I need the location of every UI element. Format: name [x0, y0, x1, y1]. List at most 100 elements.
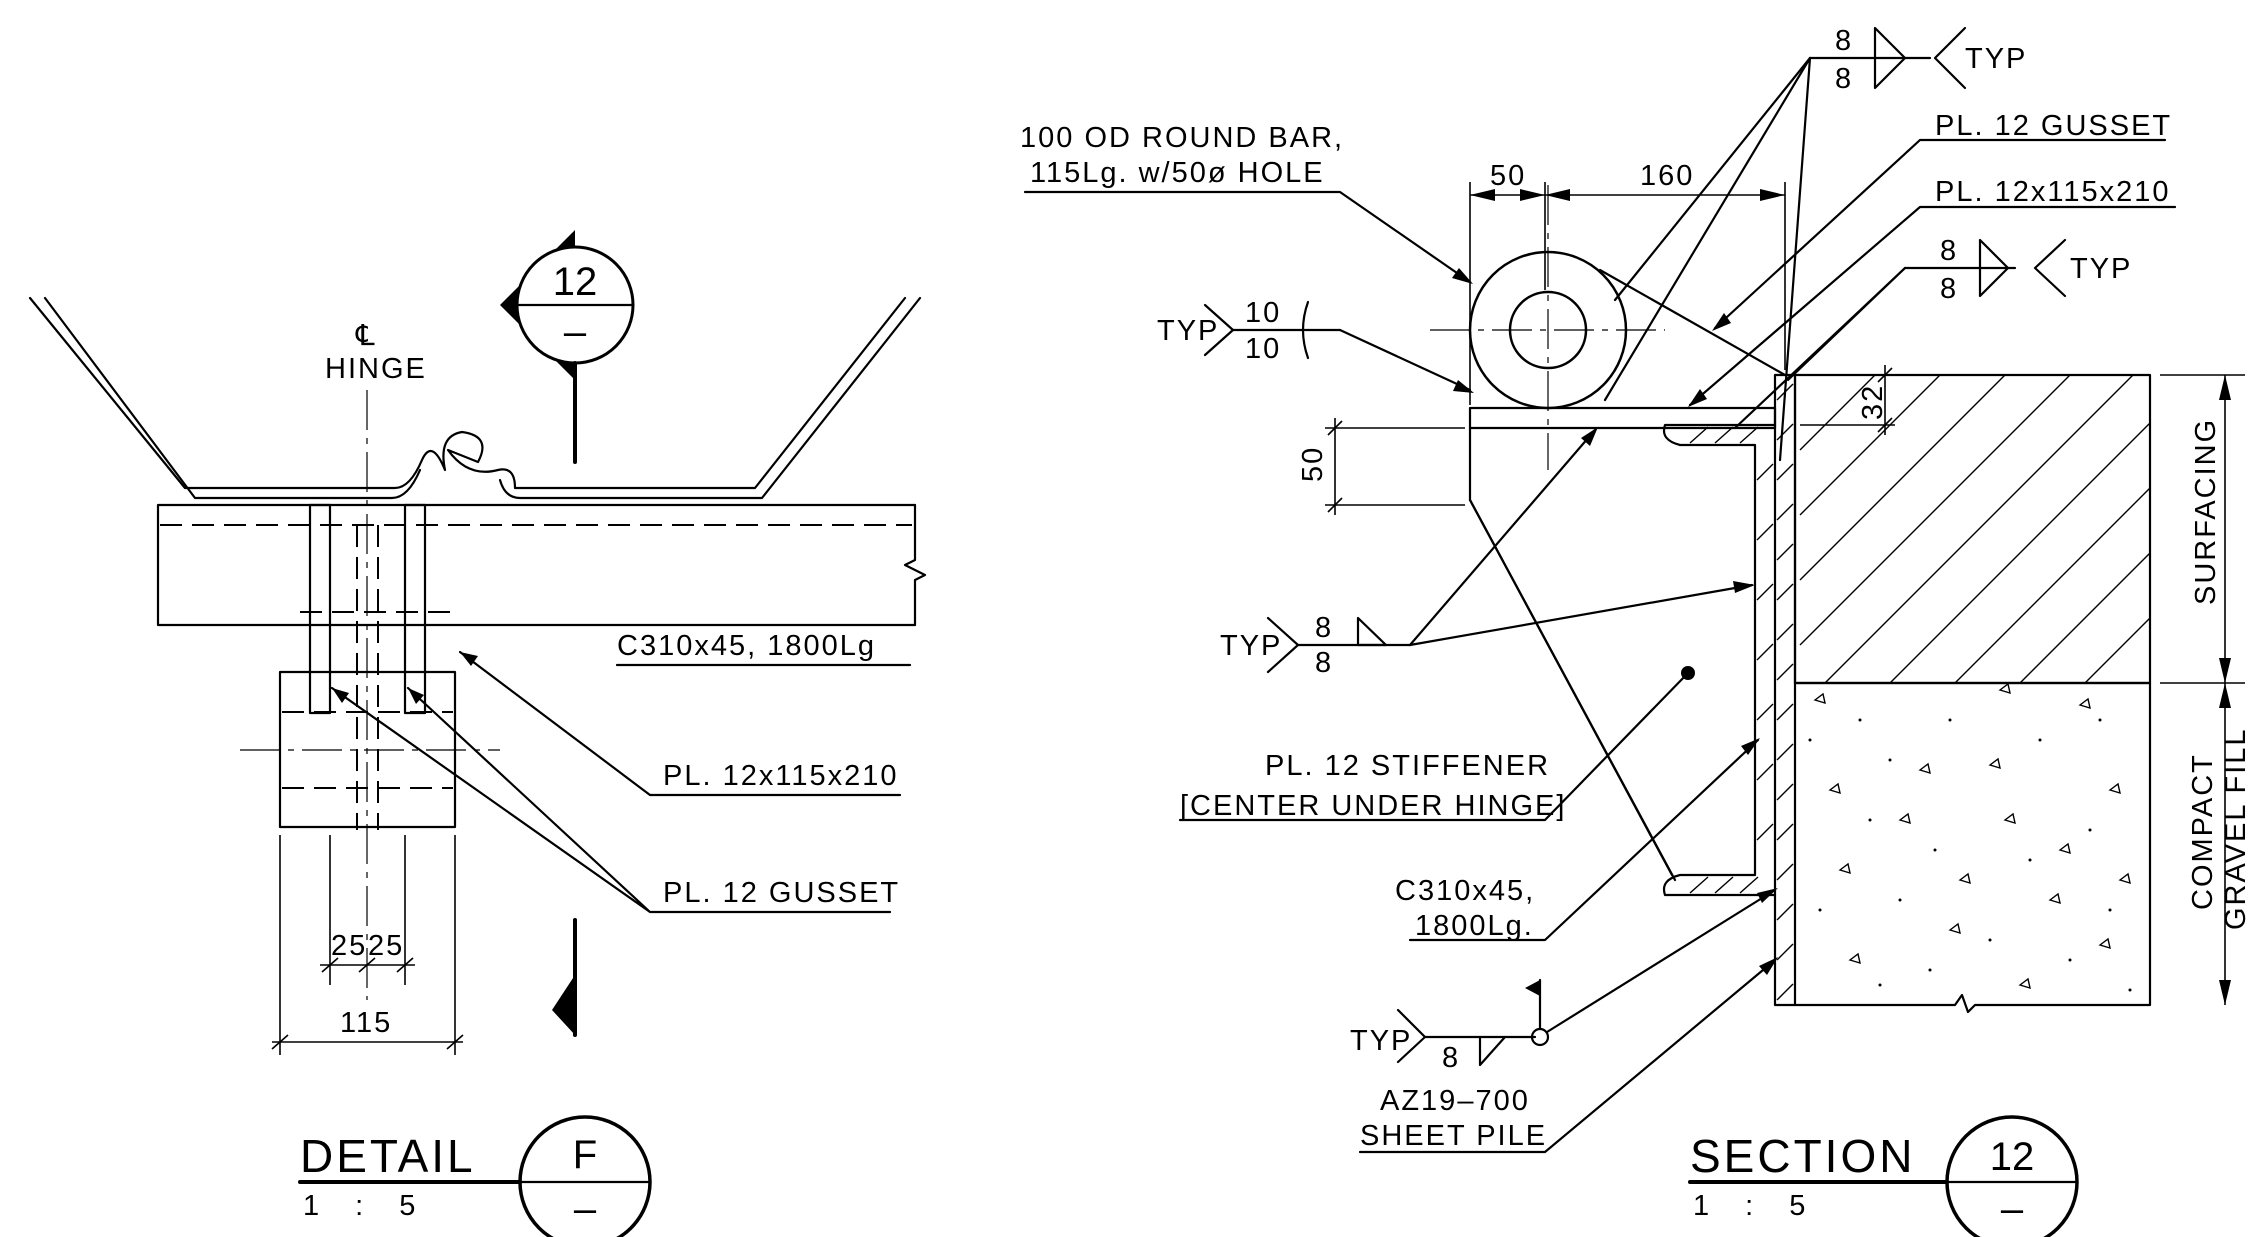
gusset-label: PL. 12 GUSSET	[1935, 110, 2172, 142]
channel-label-line2: 1800Lg.	[1415, 910, 1534, 942]
weld-symbol-left: TYP 10 10	[1157, 297, 1474, 393]
weld-mid-num: 8	[1315, 612, 1333, 644]
weld-bottom-num: 8	[1442, 1042, 1460, 1074]
gravel-stipple	[1813, 682, 2131, 990]
stiffener-leader	[1178, 671, 1690, 822]
centerline-symbol: ℄	[355, 320, 377, 352]
channel-break	[903, 503, 927, 627]
surfacing-region	[1793, 373, 2152, 685]
weld-symbol-top: 8 8 TYP	[1603, 25, 2027, 462]
gusset-leader-arrow-1	[332, 688, 349, 703]
channel-section	[1662, 423, 1777, 897]
gusset-leader-arrow-2	[408, 688, 424, 704]
gusset-label: PL. 12 GUSSET	[663, 877, 900, 909]
gusset-leader-arrow	[1712, 313, 1731, 331]
dimension-32: 32	[1800, 365, 1895, 435]
weld-right-num: 8	[1940, 235, 1958, 267]
gravel-region	[1793, 681, 2152, 1014]
weld-mid-den: 8	[1315, 647, 1333, 679]
weld-top-typ: TYP	[1965, 43, 2027, 75]
weld-bottom-typ: TYP	[1350, 1025, 1412, 1057]
section-title-block: SECTION 1 : 5 12 –	[1688, 1115, 2079, 1237]
gusset-leader	[330, 686, 892, 914]
round-bar-leader	[1023, 190, 1472, 284]
plate-leader-arrow	[460, 652, 478, 666]
gusset-leader	[1713, 138, 2167, 330]
section-bubble-sheet: –	[2001, 1187, 2024, 1231]
centerline-label-hinge: HINGE	[325, 353, 427, 385]
dim-50-side: 50	[1297, 446, 1329, 482]
surfacing-label: SURFACING	[2190, 418, 2222, 605]
dim-25-left: 25	[331, 930, 367, 962]
stiffener-label-line2: [CENTER UNDER HINGE]	[1180, 790, 1566, 822]
surfacing-hatch	[1799, 374, 2151, 684]
dim-25-right: 25	[368, 930, 404, 962]
channel-label-line1: C310x45,	[1395, 875, 1535, 907]
weld-top-den: 8	[1835, 63, 1853, 95]
sheet-profile-inner	[43, 296, 922, 500]
weld-symbol-right: 8 8 TYP	[1733, 235, 2132, 430]
channel-label: C310x45, 1800Lg	[617, 630, 876, 662]
detail-title: DETAIL	[300, 1130, 476, 1182]
weld-right-den: 8	[1940, 273, 1958, 305]
weld-symbol-bottom: TYP 8	[1350, 888, 1778, 1074]
weld-right-typ: TYP	[2070, 253, 2132, 285]
round-bar-label-line2: 115Lg. w/50ø HOLE	[1030, 157, 1325, 189]
section-bubble-number: 12	[1990, 1135, 2035, 1179]
section-cut-arrow-bottom	[552, 975, 575, 1035]
stiffener-label-line1: PL. 12 STIFFENER	[1265, 750, 1550, 782]
pile-leader	[1358, 958, 1777, 1154]
dimension-115: 115	[271, 835, 464, 1055]
plate-leader-arrow	[1688, 389, 1707, 407]
channel-leader	[1408, 738, 1760, 942]
plate-leader	[458, 650, 902, 797]
gravel-label-line1: COMPACT	[2187, 753, 2219, 910]
gusset-right	[403, 503, 427, 715]
section-cut-marker: 12 –	[500, 230, 635, 1037]
plate-label: PL. 12x115x210	[663, 760, 898, 792]
section-marker-number: 12	[553, 260, 598, 304]
gravel-dots	[1808, 718, 2132, 992]
round-bar-label-line1: 100 OD ROUND BAR,	[1020, 122, 1344, 154]
dimension-25-25: 25 25	[320, 835, 415, 985]
channel-body	[156, 503, 917, 627]
dim-160: 160	[1640, 160, 1694, 192]
weld-left-den: 10	[1245, 333, 1281, 365]
dimension-50-160: 50 160	[1469, 160, 1786, 405]
dimension-50-side: 50	[1297, 418, 1465, 515]
dim-115: 115	[340, 1007, 392, 1039]
detail-bubble-letter: F	[573, 1133, 597, 1177]
detail-bubble-sheet: –	[574, 1187, 597, 1231]
pile-leader-arrow	[1759, 957, 1778, 975]
section-scale: 1 : 5	[1693, 1190, 1819, 1222]
section-title: SECTION	[1690, 1130, 1915, 1182]
dim-32: 32	[1857, 384, 1889, 420]
gravel-label-line2: GRAVEL FILL	[2220, 727, 2252, 930]
dimension-surfacing: SURFACING COMPACT GRAVEL FILL	[2160, 374, 2252, 1005]
top-plate	[1468, 406, 1777, 430]
sheet-profile-outer	[28, 296, 907, 490]
weld-mid-typ: TYP	[1220, 630, 1282, 662]
sheet-pile	[1773, 373, 1797, 1007]
detail-title-block: DETAIL 1 : 5 F –	[298, 1115, 652, 1237]
sheet-pile-hatch	[1776, 383, 1794, 1001]
gusset-plate-top	[1598, 268, 1787, 377]
plate-label: PL. 12x115x210	[1935, 176, 2170, 208]
pile-label-line1: AZ19–700	[1380, 1085, 1530, 1117]
section-marker-sheet: –	[564, 310, 587, 354]
detail-scale: 1 : 5	[303, 1190, 429, 1222]
weld-top-num: 8	[1835, 25, 1853, 57]
weld-symbol-mid: TYP 8 8	[1220, 427, 1755, 679]
gusset-left	[308, 503, 332, 715]
channel-leader-arrow	[1741, 738, 1760, 755]
channel-section-hatch	[1689, 426, 1774, 894]
pile-label-line2: SHEET PILE	[1360, 1120, 1547, 1152]
detail-f: ℄ HINGE 12 – C310x45, 1800Lg PL. 12x115x…	[28, 230, 927, 1237]
dim-50-top: 50	[1490, 160, 1526, 192]
weld-left-typ: TYP	[1157, 315, 1219, 347]
weld-left-num: 10	[1245, 297, 1281, 329]
section-12: 50 160 50 32	[1020, 25, 2252, 1237]
stiffener-edge	[1468, 498, 1677, 882]
round-bar-leader-arrow	[1452, 268, 1473, 284]
